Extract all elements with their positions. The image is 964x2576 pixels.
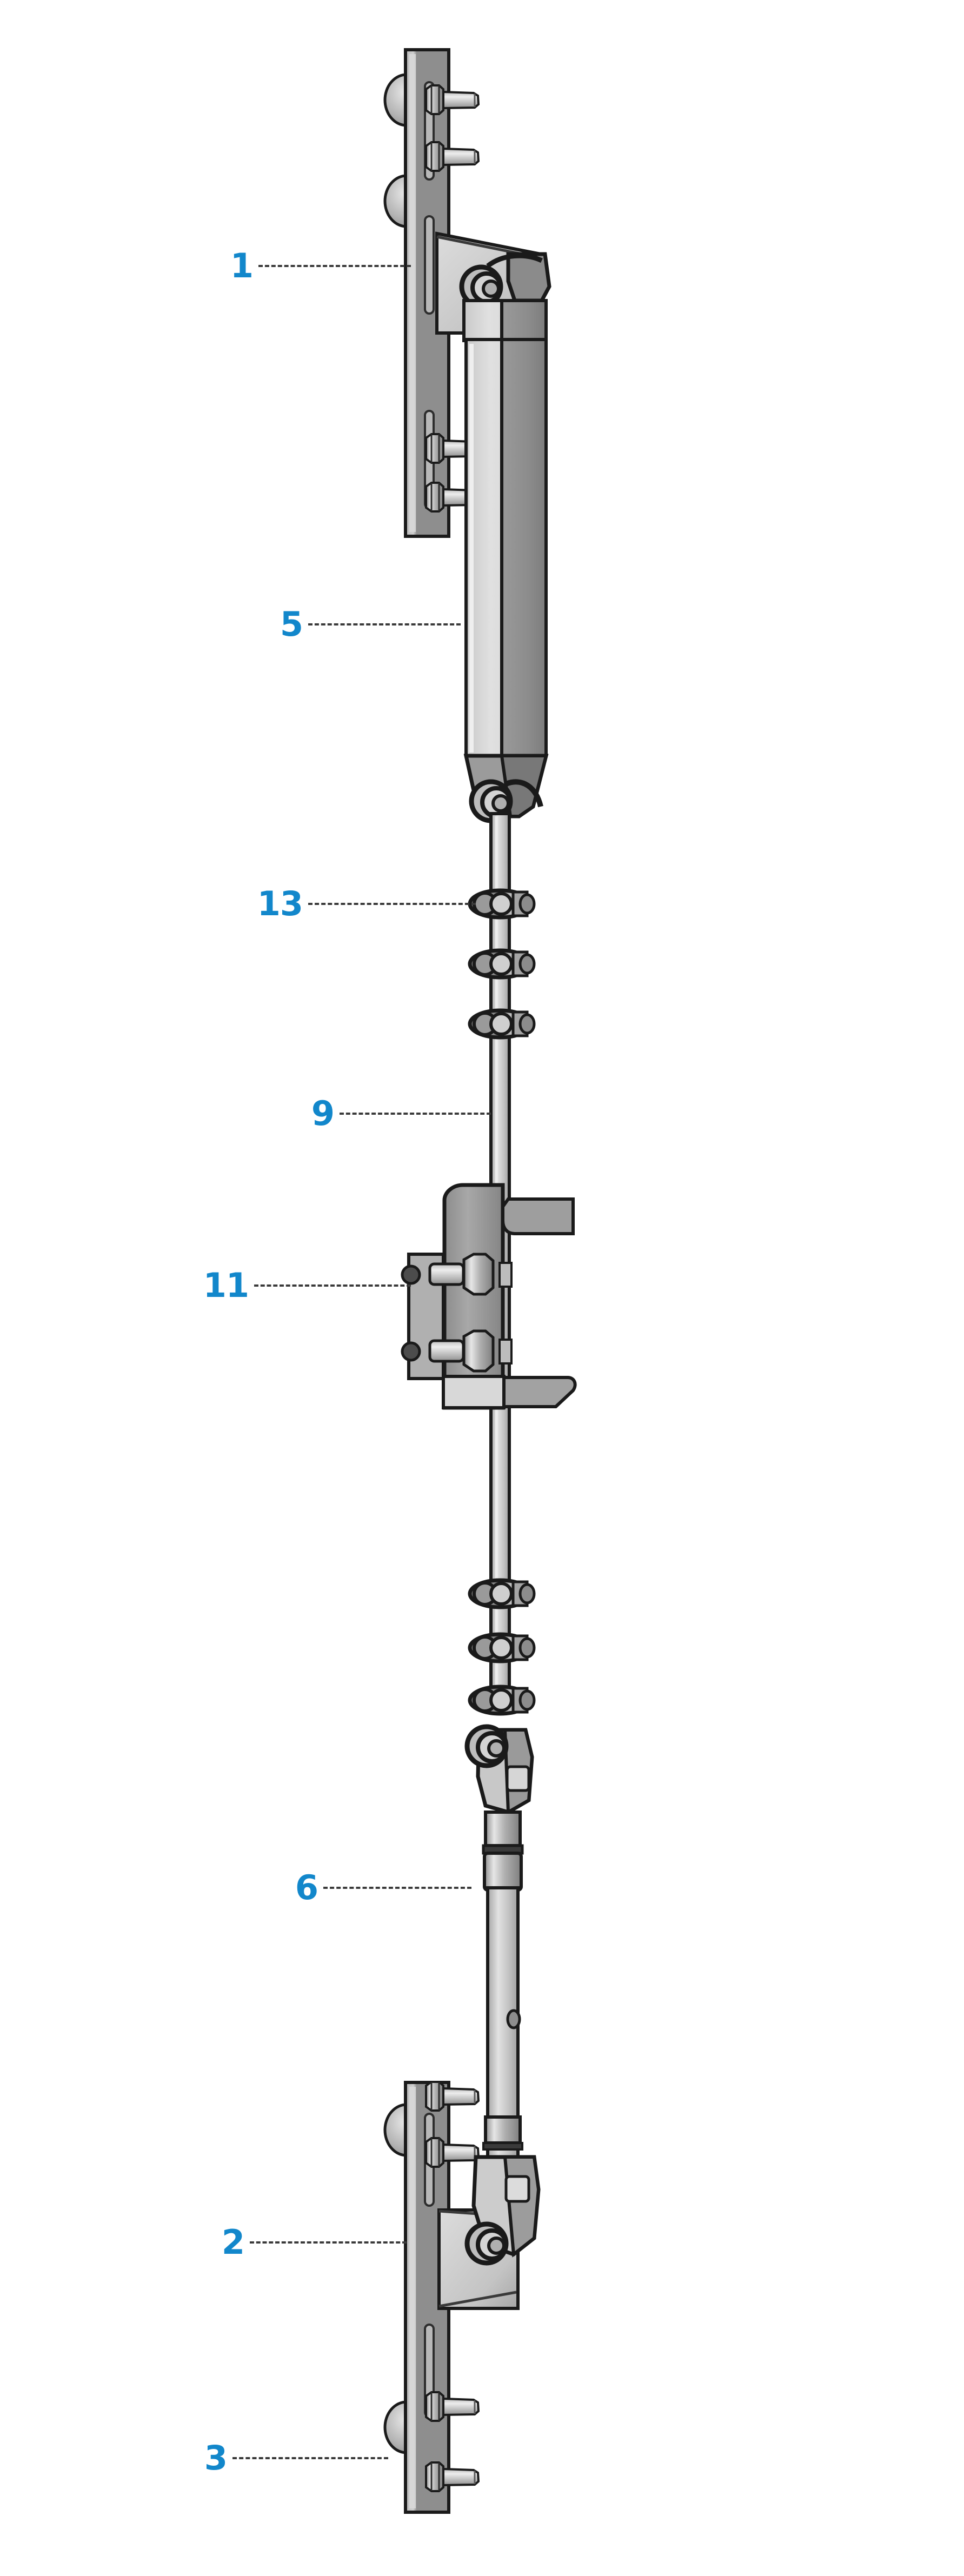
lower-mounting-plate-group — [383, 2081, 541, 2514]
guide-bracket-group — [401, 1183, 577, 1410]
callout-6-number: 6 — [295, 1868, 318, 1907]
callout-1-leader-line — [258, 265, 411, 267]
callout-2-number: 2 — [221, 2222, 245, 2262]
callout-13-number: 13 — [257, 884, 303, 923]
gas-cylinder-body-group — [462, 252, 551, 821]
callout-5-leader-line — [308, 623, 461, 625]
callout-5-number: 5 — [280, 604, 303, 644]
cable-clamp-set-lower — [470, 1580, 534, 1714]
cable-clamp-set-upper — [470, 890, 534, 1037]
callout-3-number: 3 — [204, 2438, 228, 2478]
callout-9-leader-line — [340, 1113, 491, 1115]
callout-11-leader-line — [254, 1284, 411, 1287]
callout-9-number: 9 — [311, 1094, 335, 1133]
callout-2-leader-line — [250, 2241, 407, 2244]
callout-3-leader-line — [232, 2457, 388, 2459]
callout-11-number: 11 — [203, 1266, 249, 1305]
callout-13-leader-line — [308, 903, 476, 905]
callout-1-number: 1 — [230, 246, 254, 285]
callout-6-leader-line — [323, 1887, 471, 1889]
